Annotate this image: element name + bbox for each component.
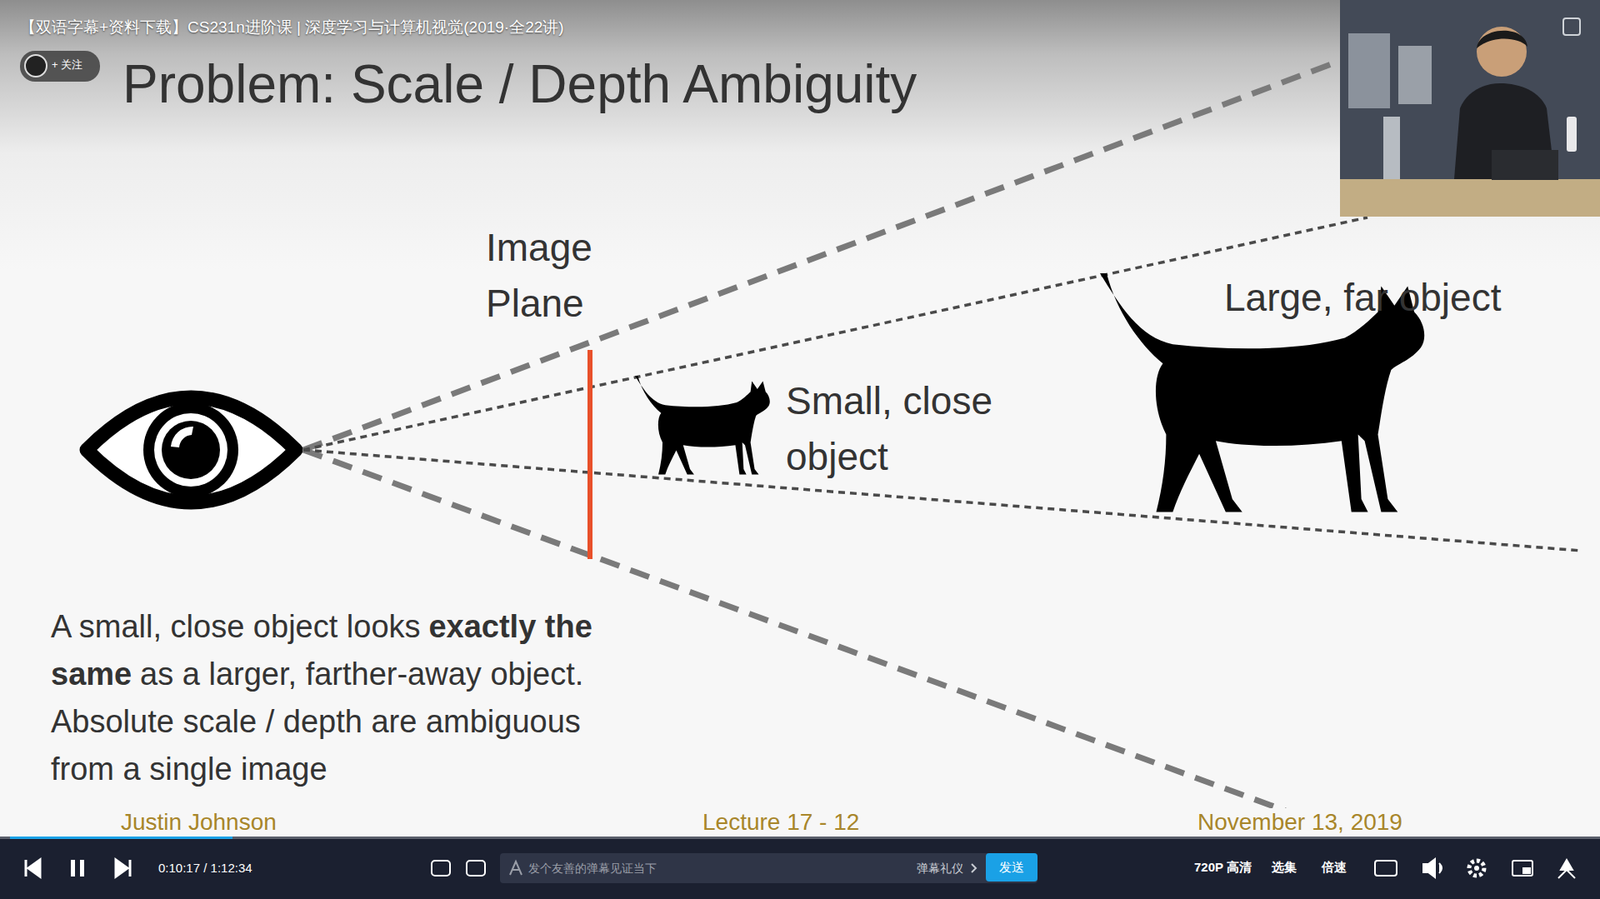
footer-date-wrap: November 13, 2019 [1194,808,1406,837]
follow-button: + 关注 [51,58,83,72]
help-icon [1563,18,1580,35]
object-label-wrap: Small, close object [785,373,1053,485]
footer-author: Justin Johnson [117,808,280,837]
episodes-button: 选集 [1271,860,1297,875]
webcam-stand [1383,116,1400,184]
webcam-laptop [1491,150,1559,180]
input-style-icon [510,861,522,875]
fullscreen-icon [1558,860,1575,879]
webcam-desk [1340,179,1600,217]
subtitle-icon [1375,860,1397,876]
quality-button: 720P 高清 [1194,860,1252,875]
image-plane [587,350,593,560]
progress-track [0,836,1600,840]
webcam-poster [1348,33,1390,109]
eye-pupil [161,420,220,480]
object-label: Small, close object [785,373,1053,485]
eye-highlight [170,426,194,448]
footer-date: November 13, 2019 [1194,808,1406,837]
avatar [25,55,47,77]
title-wrap: Problem: Scale / Depth Ambiguity [122,53,917,115]
footer-slide-number: Lecture 17 - 12 [699,808,863,837]
settings-icon [1474,865,1480,871]
send-button: 发送 [985,853,1038,882]
webcam-person-hair [1476,30,1528,49]
plane-label: Image Plane [485,220,611,332]
danmaku-setting-icon [466,860,485,876]
send-button-wrap: 发送 [985,853,1038,882]
time-display: 0:10:17 / 1:12:34 [158,860,253,876]
chevron [971,864,976,873]
episodes-button-wrap: 选集 [1271,860,1297,875]
input-placeholder-wrap: 发个友善的弹幕见证当下 [528,861,657,876]
video-title-wrap: 【双语字幕+资料下载】CS231n进阶课 | 深度学习与计算机视觉(2019·全… [20,18,565,38]
eye-iris-gap [154,413,228,487]
speed-button-wrap: 倍速 [1321,860,1347,875]
small-cat [635,375,770,475]
volume-icon [1423,859,1442,878]
webcam-frame [1340,0,1600,217]
danmaku-rules: 弹幕礼仪 [916,861,964,876]
footer-author-wrap: Justin Johnson [117,808,280,837]
follow-pill [20,50,100,82]
danmaku-rules-wrap: 弹幕礼仪 [916,861,964,876]
time-display-wrap: 0:10:17 / 1:12:34 [158,860,253,876]
settings-icon [1469,860,1485,876]
object-label-wrap: Large, far object [1224,275,1501,321]
webcam-bottle [1566,116,1577,152]
note-wrap: A small, close object looksexactly the s… [50,603,651,794]
next-icon [115,860,130,877]
follow-button-wrap: + 关注 [51,58,83,72]
speed-button: 倍速 [1321,860,1347,875]
note-text: A small, close object looks [50,609,421,645]
plane-label-wrap: Image Plane [485,220,611,332]
eye-outline [86,397,296,503]
danmaku-icon [431,860,450,876]
slide-title: Problem: Scale / Depth Ambiguity [122,53,917,115]
danmaku-input [500,853,1038,884]
footer-slide-number-wrap: Lecture 17 - 12 [699,808,863,837]
eye-iris [143,402,239,498]
pause-icon [70,860,75,877]
video-title: 【双语字幕+资料下载】CS231n进阶课 | 深度学习与计算机视觉(2019·全… [20,18,565,38]
object-label: Large, far object [1224,275,1501,321]
webcam-person-head [1476,26,1527,77]
object-ray [303,450,1582,551]
player-bar [0,838,1600,899]
screen-icon [1522,867,1531,875]
pause-icon [80,860,85,877]
progress-played [10,836,233,840]
webcam-poster [1398,45,1432,105]
input-placeholder: 发个友善的弹幕见证当下 [528,861,657,876]
note-paragraph: A small, close object looksexactly the s… [50,603,651,794]
prev-icon [25,860,40,877]
quality-button-wrap: 720P 高清 [1194,860,1252,875]
screen-icon [1512,860,1533,876]
